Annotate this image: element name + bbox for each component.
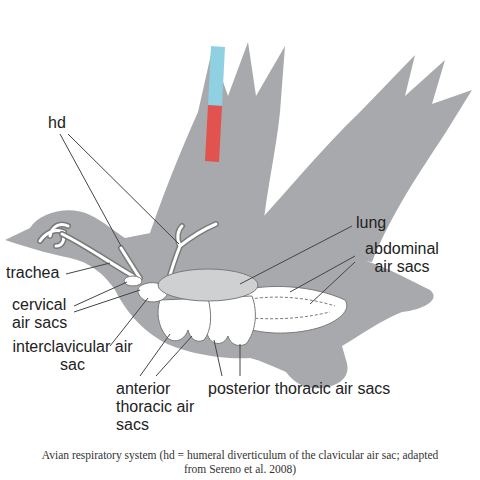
air-sac: [158, 298, 211, 341]
part-label: cervical air sacs: [12, 296, 82, 332]
air-sac: [124, 276, 142, 286]
part-label: lung: [356, 214, 386, 232]
scale-bar: [205, 105, 222, 162]
part-label: abdominal air sacs: [356, 240, 448, 276]
scale-bar: [208, 46, 225, 106]
part-label: trachea: [6, 264, 59, 282]
part-label: interclavicular air sac: [10, 338, 135, 374]
part-label: posterior thoracic air sacs: [208, 380, 390, 398]
part-label: hd: [48, 114, 66, 132]
air-sac-outline: [245, 297, 335, 319]
bird-wing: [145, 42, 285, 248]
lung-shape: [158, 269, 258, 301]
bird-body: [5, 210, 434, 388]
figure-caption: Avian respiratory system (hd = humeral d…: [40, 448, 440, 476]
part-label: anterior thoracic air sacs: [116, 380, 196, 434]
